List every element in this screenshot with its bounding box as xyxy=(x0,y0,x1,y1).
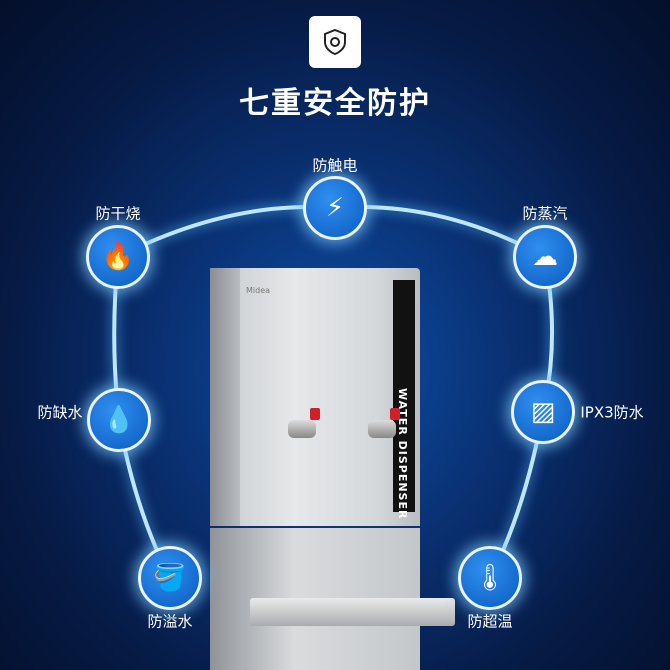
feature-label-electric: 防触电 xyxy=(312,156,358,175)
water-drop-icon: 💧 xyxy=(87,388,151,452)
panel-text: WATER DISPENSER xyxy=(396,388,409,520)
thermometer-icon: 🌡 xyxy=(458,546,522,610)
shield-gear-icon xyxy=(309,16,361,68)
feature-label-low-water: 防缺水 xyxy=(37,403,83,422)
feature-label-ipx3: IPX3防水 xyxy=(580,403,644,422)
brand-logo: Midea xyxy=(246,286,271,295)
feature-label-overflow: 防溢水 xyxy=(147,612,193,631)
lightning-icon: ⚡ xyxy=(303,176,367,240)
waterproof-icon: ▨ xyxy=(511,380,575,444)
steam-cloud-icon: ☁ xyxy=(513,225,577,289)
feature-label-overtemp: 防超温 xyxy=(467,612,513,631)
overflow-icon: 🪣 xyxy=(138,546,202,610)
feature-label-dry-burn: 防干烧 xyxy=(95,204,141,223)
page-title: 七重安全防护 xyxy=(239,86,431,121)
feature-label-steam: 防蒸汽 xyxy=(522,204,568,223)
flame-icon: 🔥 xyxy=(86,225,150,289)
water-dispenser-image: Midea WATER DISPENSER xyxy=(210,268,455,670)
